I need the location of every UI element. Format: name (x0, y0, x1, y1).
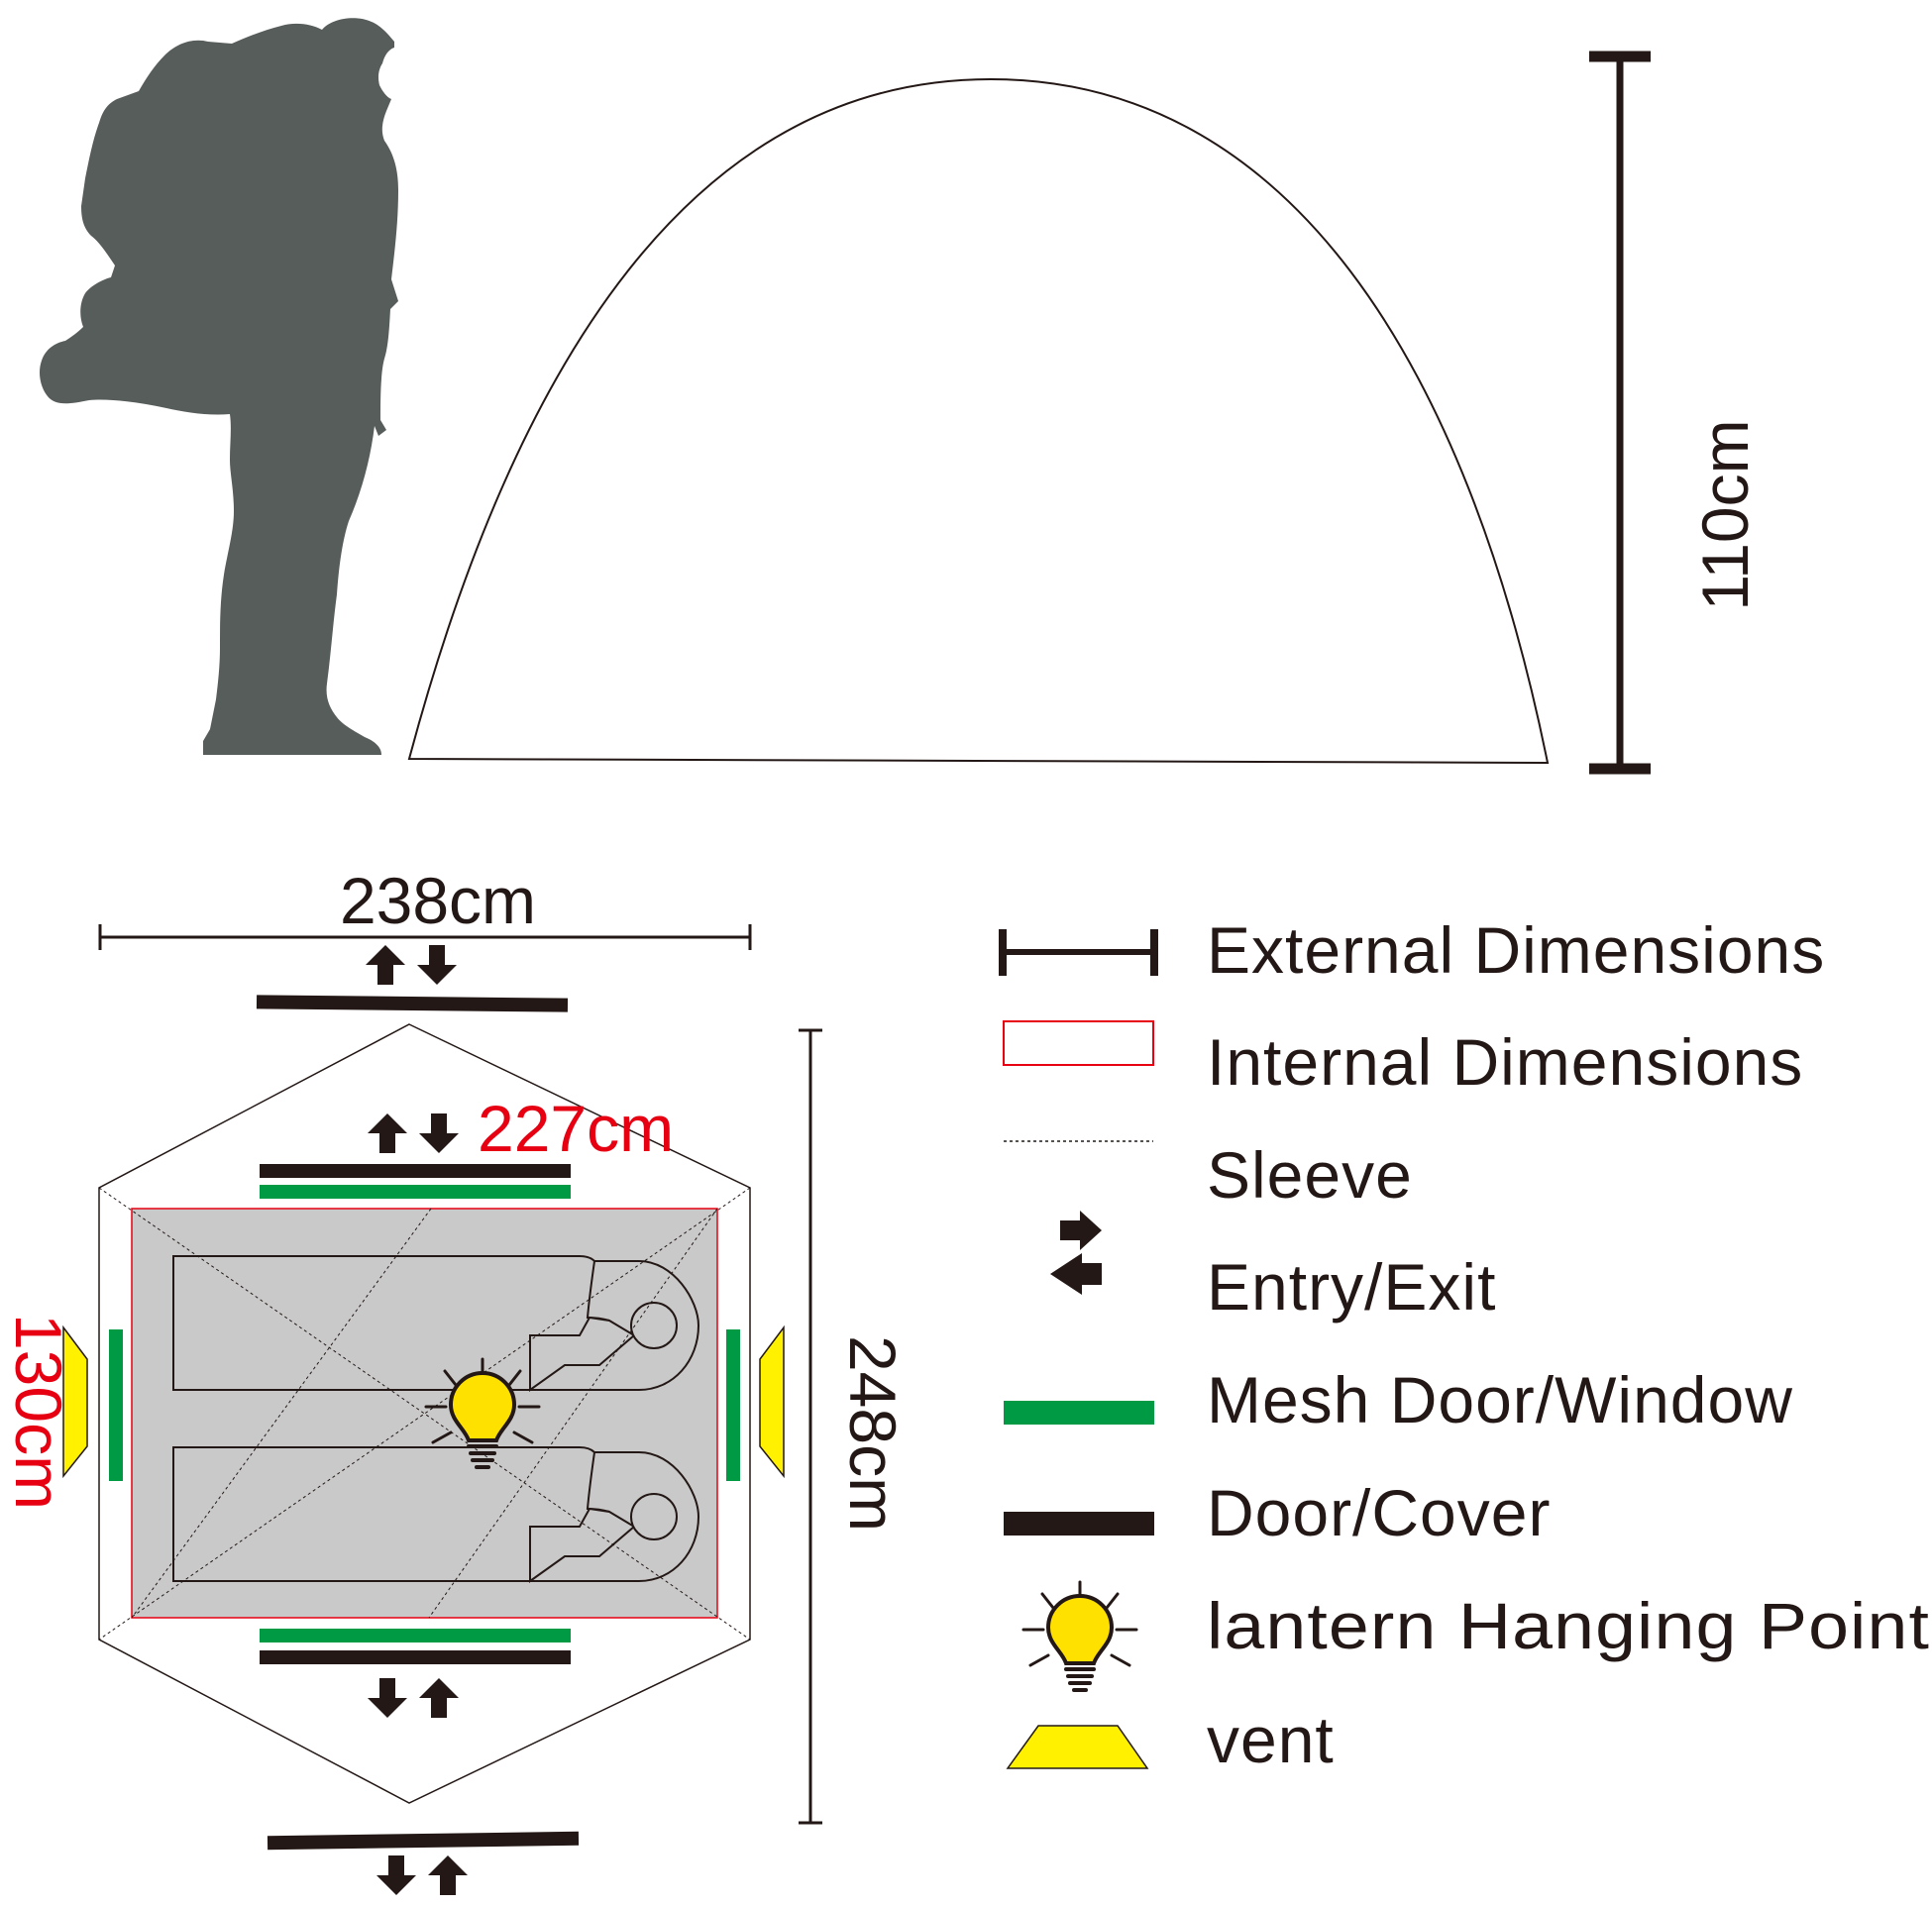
internal-width-label: 227cm (478, 1092, 674, 1165)
door-cover-top (256, 995, 569, 1012)
sleeve-lines (98, 1187, 751, 1641)
tent-side-profile (407, 77, 1550, 765)
mesh-door-bottom (260, 1629, 571, 1642)
legend-vent-icon (1006, 1725, 1149, 1769)
mesh-window-left (109, 1329, 123, 1481)
legend-label-entry: Entry/Exit (1207, 1250, 1496, 1324)
external-length-label: 248cm (836, 1335, 910, 1532)
legend-label-internal: Internal Dimensions (1207, 1025, 1803, 1099)
height-dimension (1589, 51, 1651, 775)
sleeping-bag-1 (172, 1255, 699, 1391)
hiker-silhouette (40, 18, 398, 756)
legend-mesh-icon (1004, 1401, 1154, 1425)
legend: External Dimensions Internal Dimensions … (999, 913, 1930, 1776)
legend-label-mesh: Mesh Door/Window (1207, 1363, 1793, 1436)
legend-label-sleeve: Sleeve (1207, 1138, 1413, 1212)
door-cover-inner-top (260, 1164, 571, 1178)
external-width-dimension (98, 924, 752, 950)
legend-label-lantern: lantern Hanging Point (1207, 1589, 1930, 1662)
legend-entry-icon (1050, 1211, 1102, 1295)
legend-door-icon (1004, 1512, 1154, 1536)
internal-depth-label: 130cm (2, 1314, 75, 1510)
legend-external-icon (999, 929, 1158, 976)
height-label: 110cm (1688, 419, 1762, 610)
legend-label-door: Door/Cover (1207, 1476, 1551, 1549)
vent-left (62, 1324, 88, 1479)
legend-internal-icon (1003, 1020, 1154, 1066)
entry-arrows-bottom (376, 1855, 468, 1895)
external-length-dimension (799, 1028, 822, 1825)
entry-arrows-top (366, 945, 457, 985)
door-cover-bottom (267, 1831, 580, 1851)
legend-label-vent: vent (1207, 1703, 1335, 1776)
legend-lantern-icon (1021, 1580, 1138, 1692)
door-cover-inner-bottom (260, 1650, 571, 1664)
legend-label-external: External Dimensions (1207, 913, 1825, 987)
sleeping-bag-2 (172, 1446, 699, 1582)
mesh-door-top (260, 1185, 571, 1199)
mesh-window-right (726, 1329, 740, 1481)
external-width-label: 238cm (340, 864, 536, 937)
vent-right (759, 1324, 785, 1479)
